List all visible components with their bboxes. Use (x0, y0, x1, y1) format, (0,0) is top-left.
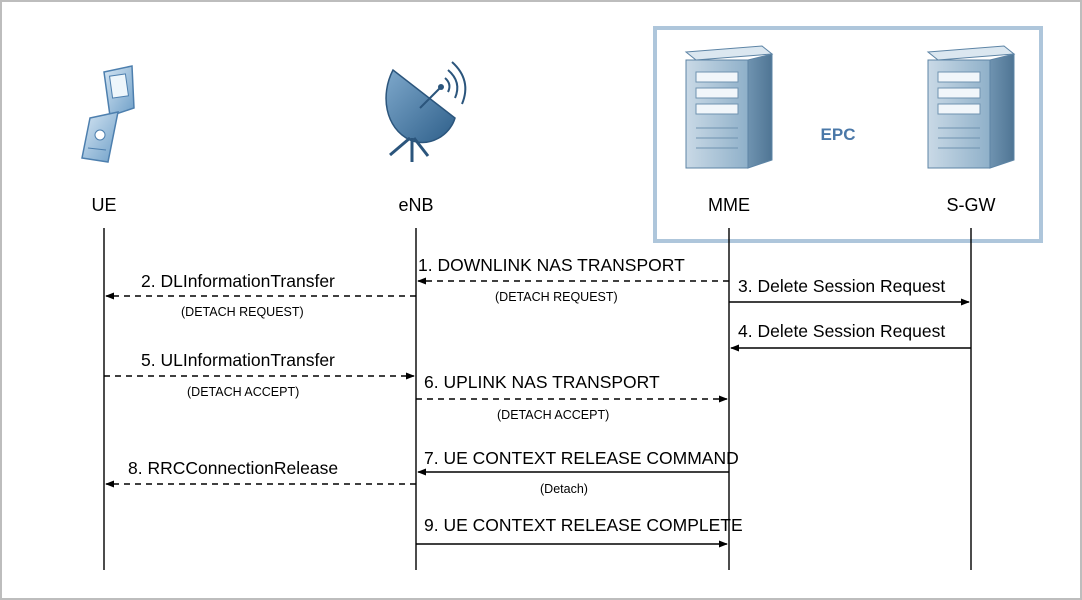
ue-phone-icon (81, 65, 135, 163)
message-9-label: 9. UE CONTEXT RELEASE COMPLETE (424, 515, 743, 535)
message-7-label: 7. UE CONTEXT RELEASE COMMAND (424, 448, 739, 468)
message-2-label: 2. DLInformationTransfer (141, 271, 335, 291)
message-6-label: 6. UPLINK NAS TRANSPORT (424, 372, 660, 392)
message-2: 2. DLInformationTransfer (DETACH REQUEST… (105, 271, 416, 319)
message-7: 7. UE CONTEXT RELEASE COMMAND (Detach) (417, 448, 739, 496)
mme-server-icon (684, 45, 774, 169)
message-3-label: 3. Delete Session Request (738, 276, 945, 296)
ue-label: UE (91, 195, 116, 215)
message-1-label: 1. DOWNLINK NAS TRANSPORT (418, 255, 685, 275)
mme-label: MME (708, 195, 750, 215)
message-5-sublabel: (DETACH ACCEPT) (187, 385, 299, 399)
message-9: 9. UE CONTEXT RELEASE COMPLETE (416, 515, 743, 548)
message-4: 4. Delete Session Request (730, 321, 971, 352)
sgw-server-icon (926, 45, 1016, 169)
epc-label: EPC (821, 125, 856, 144)
message-6: 6. UPLINK NAS TRANSPORT (DETACH ACCEPT) (416, 372, 728, 422)
message-1: 1. DOWNLINK NAS TRANSPORT (DETACH REQUES… (417, 255, 729, 304)
sgw-label: S-GW (947, 195, 996, 215)
message-5: 5. ULInformationTransfer (DETACH ACCEPT) (104, 350, 415, 399)
message-6-sublabel: (DETACH ACCEPT) (497, 408, 609, 422)
message-7-sublabel: (Detach) (540, 482, 588, 496)
message-8-label: 8. RRCConnectionRelease (128, 458, 338, 478)
message-1-sublabel: (DETACH REQUEST) (495, 290, 618, 304)
message-8: 8. RRCConnectionRelease (105, 458, 416, 488)
enb-antenna-icon (385, 61, 467, 162)
message-3: 3. Delete Session Request (729, 276, 970, 306)
epc-group-box (653, 26, 1043, 243)
message-2-sublabel: (DETACH REQUEST) (181, 305, 304, 319)
message-5-label: 5. ULInformationTransfer (141, 350, 335, 370)
message-4-label: 4. Delete Session Request (738, 321, 945, 341)
enb-label: eNB (398, 195, 433, 215)
